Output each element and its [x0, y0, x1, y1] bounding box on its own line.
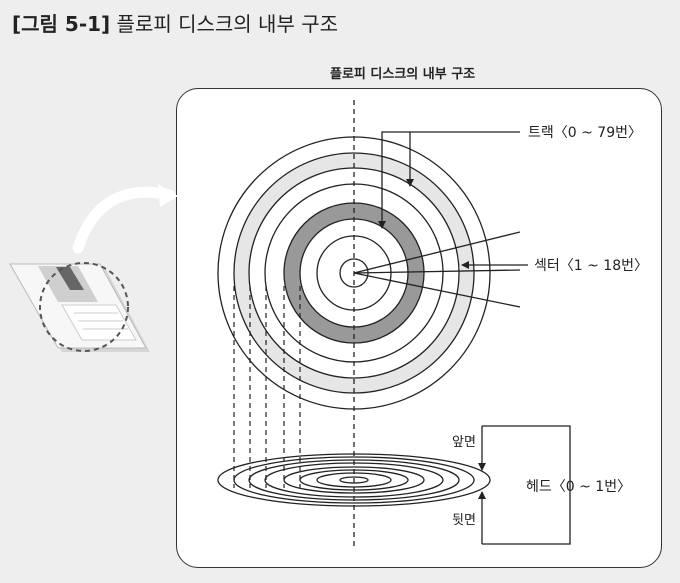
- track-label: 트랙〈0 ~ 79번〉: [528, 125, 642, 141]
- figure-tag: [그림 5-1]: [12, 12, 111, 36]
- figure-caption: [그림 5-1] 플로피 디스크의 내부 구조: [12, 8, 338, 37]
- disk-side-view: [217, 453, 491, 507]
- floppy-disk-illustration: [9, 184, 178, 352]
- projection-lines: [233, 286, 301, 488]
- head-pointer: [478, 425, 571, 545]
- figure-title: 플로피 디스크의 내부 구조: [116, 12, 339, 36]
- track-pointer: [378, 131, 520, 229]
- sector-lines: [353, 231, 521, 308]
- head-label: 헤드〈0 ~ 1번〉: [526, 479, 631, 495]
- front-side-label: 앞면: [452, 435, 476, 450]
- diagram-title: 플로피 디스크의 내부 구조: [330, 67, 476, 82]
- back-side-label: 뒷면: [452, 513, 476, 528]
- sector-label: 섹터〈1 ~ 18번〉: [534, 258, 648, 274]
